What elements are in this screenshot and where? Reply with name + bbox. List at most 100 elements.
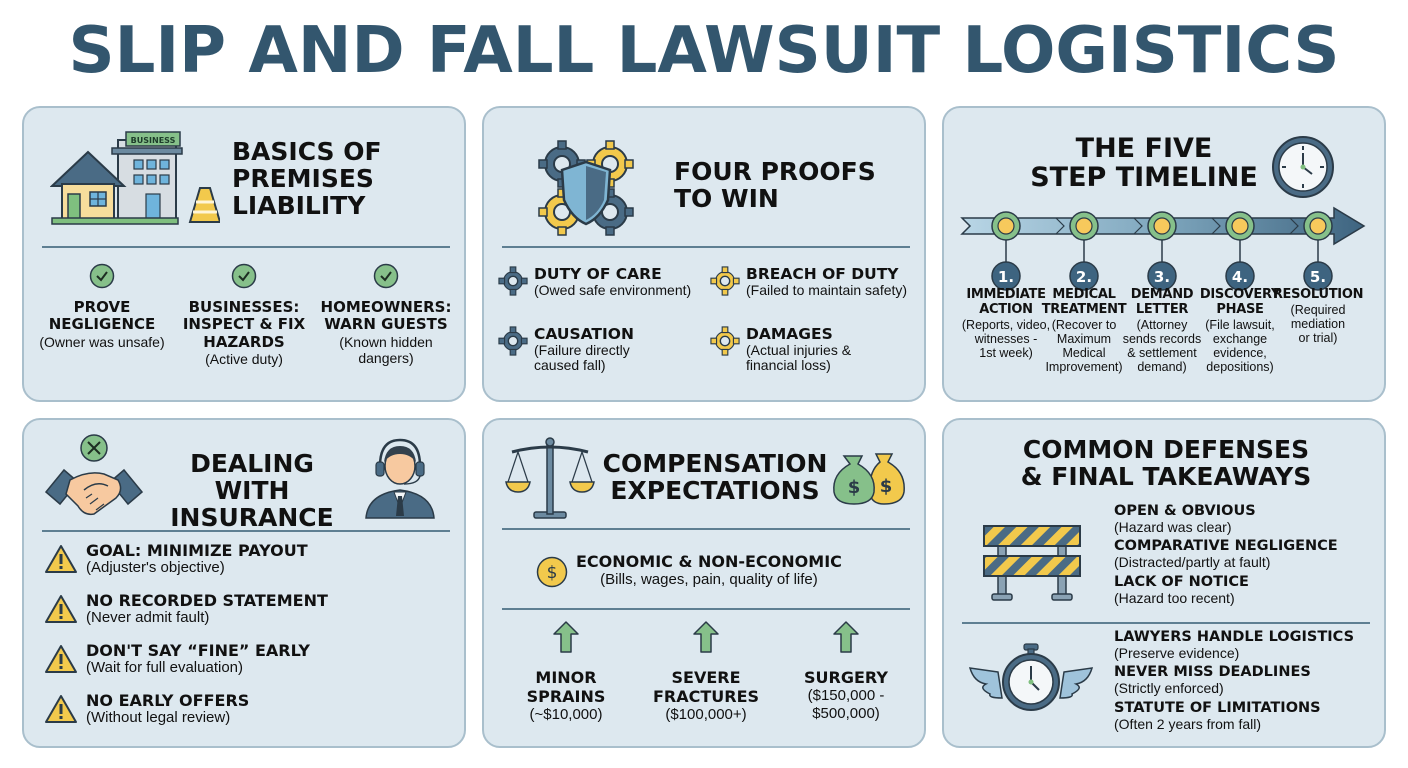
step-subtitle: sends records	[1122, 331, 1202, 346]
gear-icon	[498, 326, 528, 356]
warning-icon	[45, 545, 77, 574]
handshake-icon	[44, 434, 144, 516]
item-subtitle: dangers)	[358, 349, 414, 366]
title-line: DEALING WITH	[190, 449, 314, 505]
panel-title: COMMON DEFENSES & FINAL TAKEAWAYS	[944, 436, 1388, 490]
panel-common-defenses: COMMON DEFENSES & FINAL TAKEAWAYS OPEN &…	[942, 418, 1386, 748]
scales-of-justice-icon	[505, 437, 595, 519]
svg-text:$: $	[848, 477, 861, 498]
step-subtitle: or trial)	[1298, 330, 1338, 345]
clock-icon	[1272, 136, 1334, 198]
proof-title: DAMAGES	[746, 325, 833, 343]
item-subtitle: (Adjuster's objective)	[86, 558, 225, 576]
basics-item: PROVE NEGLIGENCE (Owner was unsafe)	[32, 263, 172, 350]
compensation-tier: SEVERE FRACTURES ($100,000+)	[636, 620, 776, 724]
step-subtitle: Improvement)	[1045, 359, 1123, 374]
takeaway-title: NEVER MISS DEADLINES	[1114, 664, 1311, 681]
item-title: GOAL: MINIMIZE PAYOUT	[86, 541, 308, 560]
step-title: RESOLUTION	[1272, 287, 1364, 302]
title-line: PREMISES	[232, 164, 374, 193]
check-circle-icon	[89, 263, 115, 289]
step-title: MEDICAL	[1052, 287, 1116, 302]
money-bags-icon: $ $	[833, 453, 905, 505]
warning-icon	[45, 595, 77, 624]
gear-icon	[710, 266, 740, 296]
step-number: 2.	[1076, 268, 1092, 286]
tier-value: ($150,000 -	[807, 687, 885, 705]
page-title: SLIP AND FALL LAWSUIT LOGISTICS	[68, 14, 1340, 88]
step-subtitle: exchange	[1212, 331, 1268, 346]
proof-title: CAUSATION	[534, 325, 634, 343]
proof-subtitle: (Owed safe environment)	[534, 282, 692, 299]
title-line: & FINAL TAKEAWAYS	[1020, 462, 1312, 491]
item-subtitle: (Wait for full evaluation)	[86, 658, 244, 676]
house-and-business-icon: BUSINESS	[50, 131, 220, 225]
step-title: IMMEDIATE	[966, 287, 1046, 302]
panel-dealing-with-insurance: DEALING WITH INSURANCE GOAL: MINIMIZE PA…	[22, 418, 466, 748]
compensation-tier: SURGERY ($150,000 - $500,000)	[776, 620, 916, 723]
step-subtitle: witnesses -	[974, 331, 1038, 346]
panel-title: COMPENSATION EXPECTATIONS	[600, 450, 830, 504]
step-title: LETTER	[1135, 301, 1189, 317]
tier-title: SEVERE	[671, 668, 741, 687]
divider	[42, 246, 450, 248]
arrow-up-icon	[553, 621, 579, 653]
dollar-coin-icon: $	[536, 556, 568, 588]
arrow-up-icon	[833, 621, 859, 653]
compensation-summary: ECONOMIC & NON-ECONOMIC (Bills, wages, p…	[576, 552, 842, 588]
step-subtitle: (File lawsuit,	[1205, 317, 1275, 332]
insurance-item: GOAL: MINIMIZE PAYOUT(Adjuster's objecti…	[44, 542, 308, 576]
panel-compensation-expectations: COMPENSATION EXPECTATIONS $ $ $ ECONOMIC…	[482, 418, 926, 748]
tier-value: (~$10,000)	[529, 706, 603, 724]
panel-title: FOUR PROOFS TO WIN	[674, 158, 876, 212]
proof-subtitle: (Actual injuries &	[746, 342, 852, 359]
panel-basics-of-premises-liability: BUSINESS BASICS OF PREMISES LIABILITY PR…	[22, 106, 466, 402]
step-subtitle: demand)	[1137, 359, 1187, 374]
timeline-node-4: 4.	[1225, 211, 1255, 291]
title-line: EXPECTATIONS	[610, 476, 820, 505]
defense-subtitle: (Hazard too recent)	[1114, 589, 1235, 606]
timeline-node-3: 3.	[1147, 211, 1177, 291]
svg-text:$: $	[880, 476, 893, 497]
title-line: COMMON DEFENSES	[1022, 435, 1310, 464]
defenses-list: OPEN & OBVIOUS (Hazard was clear) COMPAR…	[1114, 503, 1384, 610]
step-number: 5.	[1310, 268, 1326, 286]
tier-title: SURGERY	[804, 668, 888, 687]
step-subtitle: (Reports, video,	[961, 317, 1051, 332]
proof-subtitle: financial loss)	[746, 357, 831, 374]
timeline-node-2: 2.	[1069, 211, 1099, 291]
proof-item: BREACH OF DUTY(Failed to maintain safety…	[710, 265, 907, 298]
step-subtitle: evidence,	[1213, 345, 1267, 360]
item-title: HOMEOWNERS:	[320, 298, 452, 316]
item-subtitle: (Known hidden	[339, 333, 433, 350]
proof-title: BREACH OF DUTY	[746, 265, 899, 283]
proof-title: DUTY OF CARE	[534, 265, 662, 283]
step-title: TREATMENT	[1041, 301, 1127, 317]
divider	[962, 622, 1370, 624]
step-subtitle: Medical	[1062, 345, 1106, 360]
proof-subtitle: (Failure directly	[534, 342, 630, 359]
timeline-node-1: 1.	[991, 211, 1021, 291]
title-line: COMPENSATION	[602, 449, 828, 478]
defense-title: OPEN & OBVIOUS	[1114, 503, 1256, 519]
takeaway-subtitle: (Strictly enforced)	[1114, 680, 1224, 697]
gear-icon	[498, 266, 528, 296]
panel-five-step-timeline: THE FIVE STEP TIMELINE 1.2.3.4.5. IMMEDI…	[942, 106, 1386, 402]
title-line: BASICS OF	[232, 137, 382, 166]
timeline-nodes: 1. 2. 3. 4. 5.	[991, 211, 1333, 291]
item-subtitle: (Without legal review)	[86, 708, 231, 726]
tier-title: FRACTURES	[652, 687, 760, 707]
item-subtitle: (Owner was unsafe)	[39, 333, 165, 350]
step-title: DEMAND	[1130, 287, 1194, 302]
item-title: WARN GUESTS	[324, 315, 448, 334]
svg-text:$: $	[547, 563, 558, 583]
warning-icon	[45, 645, 77, 674]
item-title: HAZARDS	[203, 332, 285, 351]
barricade-icon	[983, 525, 1081, 601]
title-line: FOUR PROOFS	[674, 157, 876, 186]
